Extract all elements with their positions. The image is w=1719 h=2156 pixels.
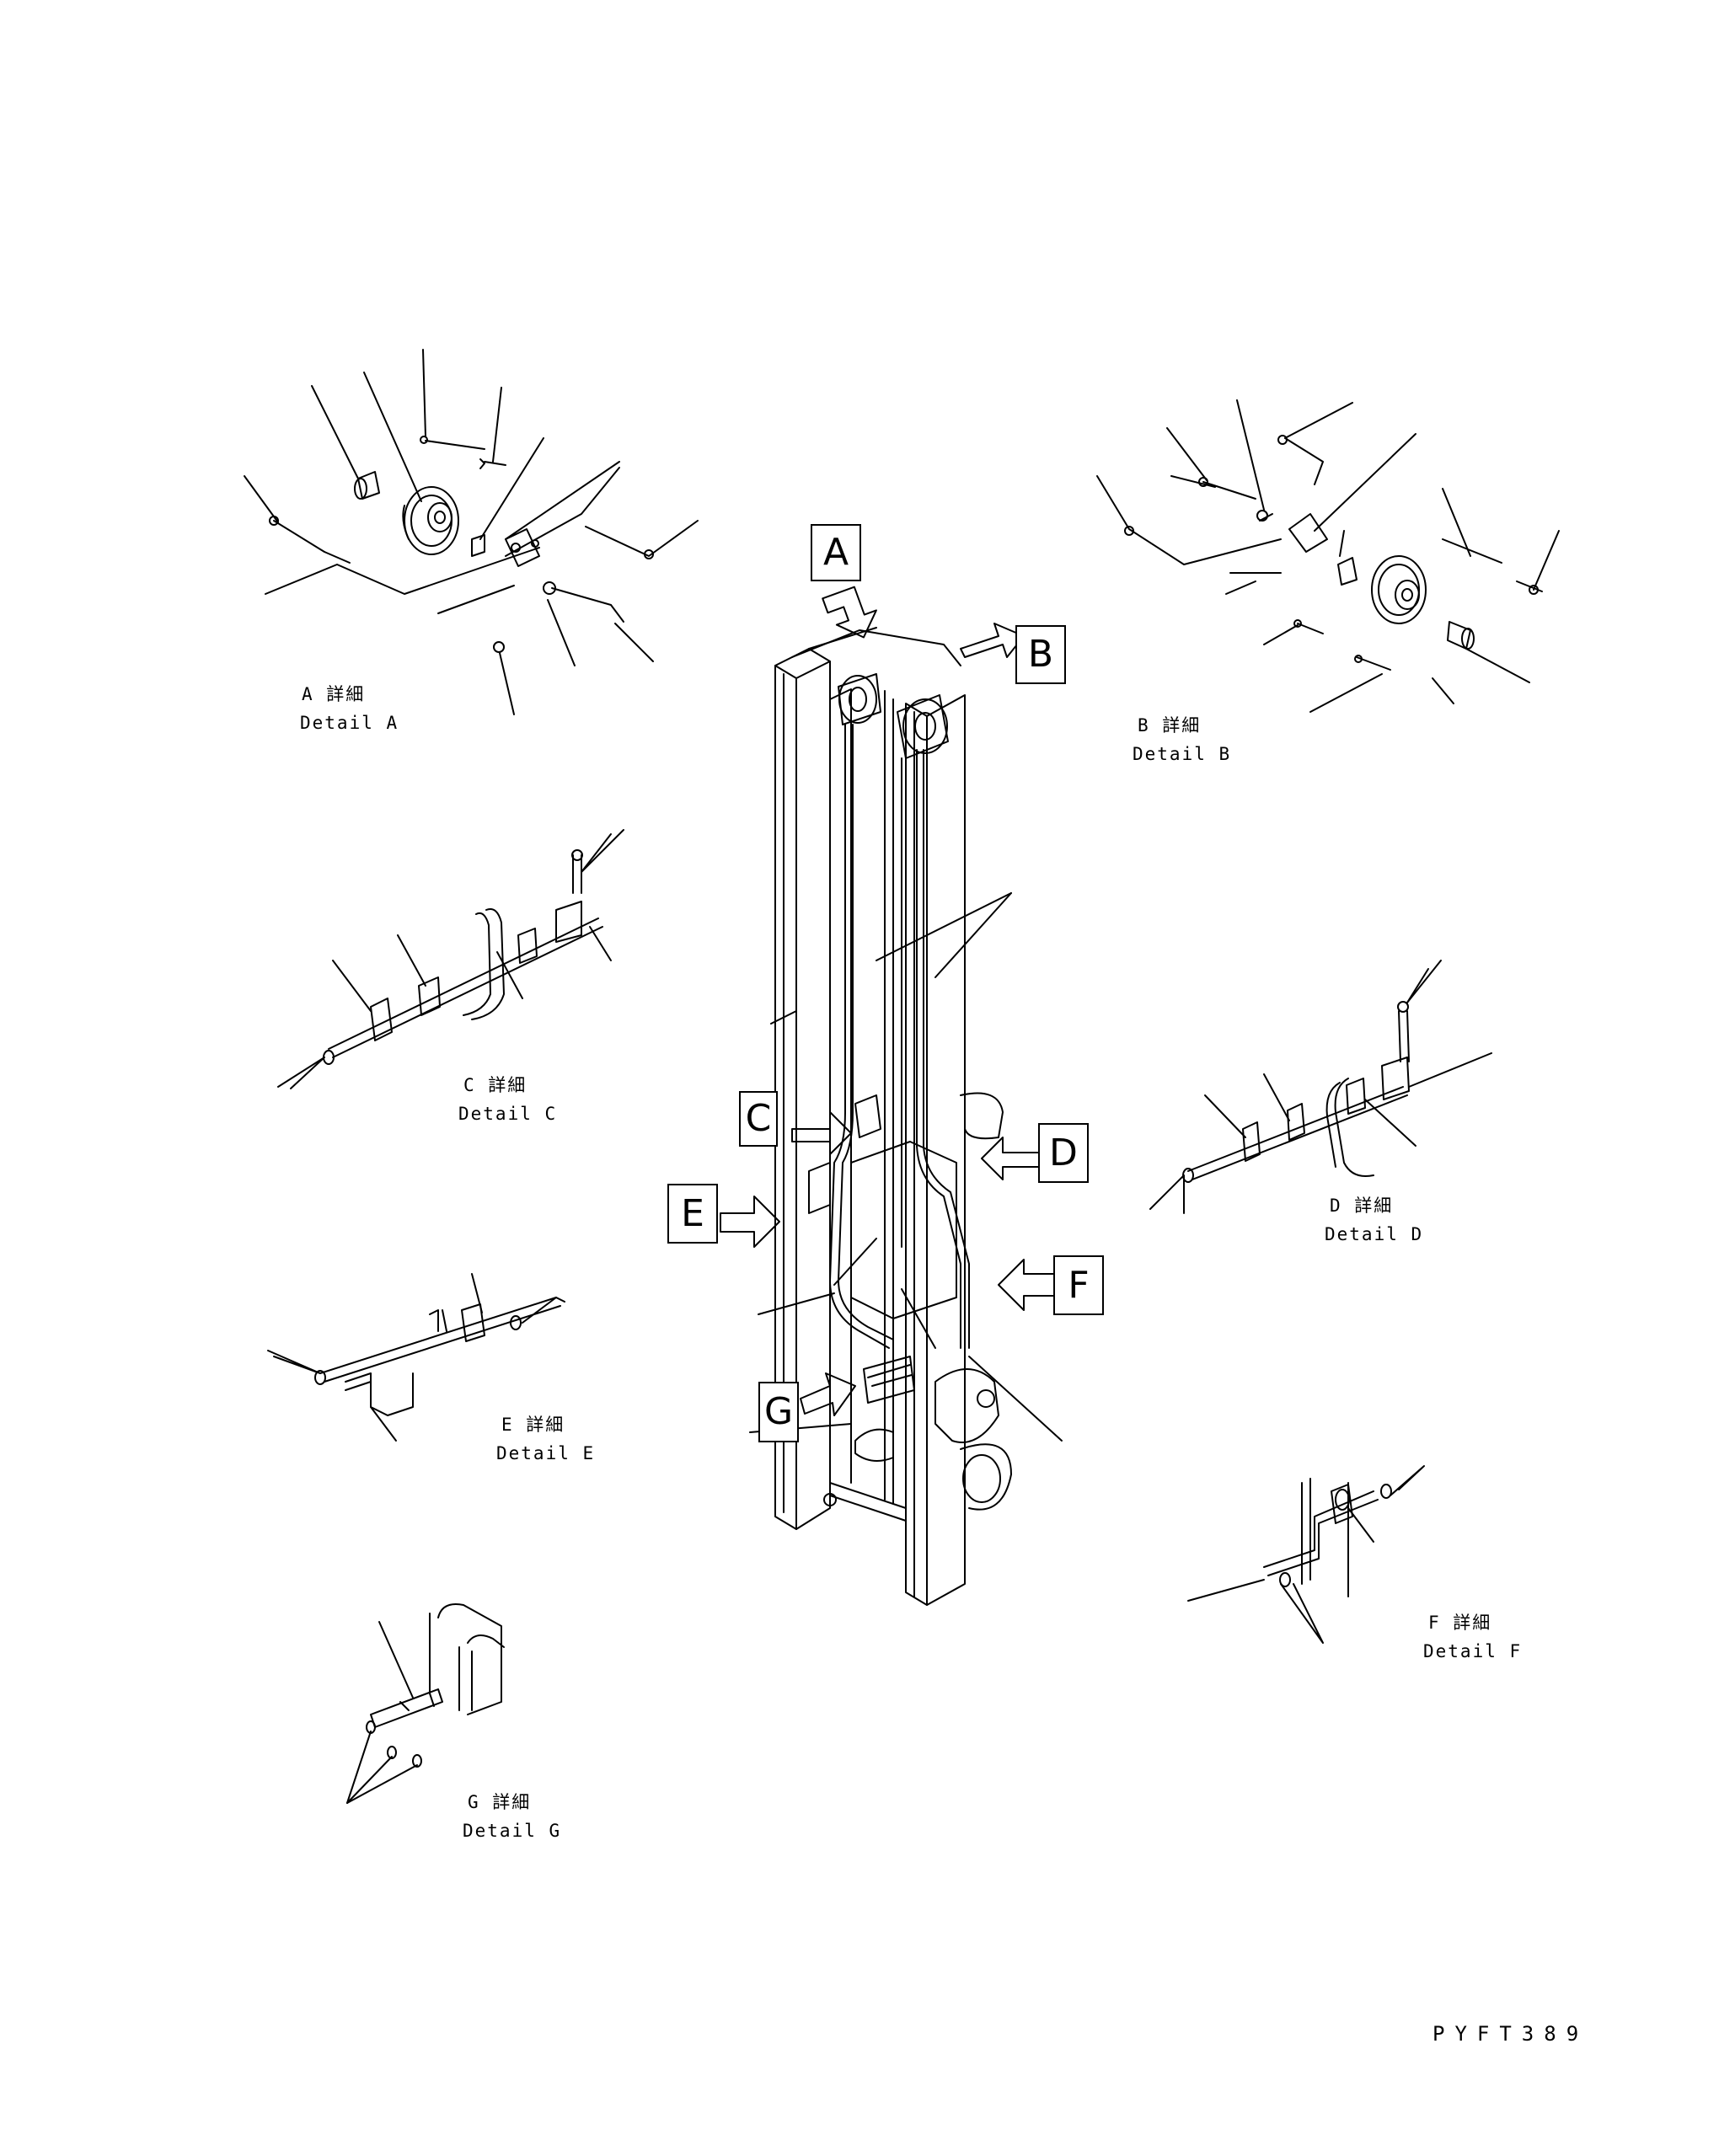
callout-g: G xyxy=(758,1382,799,1442)
detail-g-drawing xyxy=(346,1603,505,1804)
detail-f-label-jp: F 詳細 xyxy=(1428,1613,1492,1633)
detail-d-caption: D 詳細 Detail D xyxy=(1325,1192,1423,1244)
detail-g-label-jp: G 詳細 xyxy=(468,1792,532,1812)
detail-a-drawing xyxy=(244,349,699,715)
detail-g-caption: G 詳細 Detail G xyxy=(463,1789,561,1841)
callout-b: B xyxy=(1015,625,1066,684)
detail-e-caption: E 詳細 Detail E xyxy=(496,1411,595,1463)
detail-f-caption: F 詳細 Detail F xyxy=(1423,1609,1522,1661)
detail-e-label-en: Detail E xyxy=(496,1443,596,1463)
detail-g-label-en: Detail G xyxy=(463,1821,562,1841)
detail-d-label-en: Detail D xyxy=(1325,1224,1424,1244)
detail-a-label-jp: A 詳細 xyxy=(302,684,366,704)
callout-a: A xyxy=(811,524,861,581)
detail-b-caption: B 詳細 Detail B xyxy=(1133,712,1231,764)
callout-d: D xyxy=(1038,1123,1089,1183)
detail-b-label-jp: B 詳細 xyxy=(1138,715,1202,736)
document-number: PYFT389 xyxy=(1432,2022,1589,2046)
mast-assembly xyxy=(749,627,1063,1606)
detail-e-label-jp: E 詳細 xyxy=(501,1415,565,1435)
detail-c-caption: C 詳細 Detail C xyxy=(458,1072,557,1124)
detail-d-drawing xyxy=(1149,960,1492,1214)
detail-a-label-en: Detail A xyxy=(300,713,399,733)
callout-c: C xyxy=(739,1091,778,1147)
callout-arrows xyxy=(720,586,1058,1416)
callout-e: E xyxy=(667,1184,718,1244)
detail-b-drawing xyxy=(1096,399,1560,713)
detail-f-label-en: Detail F xyxy=(1423,1641,1523,1661)
detail-c-label-jp: C 詳細 xyxy=(463,1075,527,1095)
callout-f: F xyxy=(1053,1255,1104,1315)
detail-c-drawing xyxy=(277,829,624,1089)
detail-a-caption: A 詳細 Detail A xyxy=(300,681,399,733)
detail-d-label-jp: D 詳細 xyxy=(1330,1196,1394,1216)
detail-b-label-en: Detail B xyxy=(1133,744,1232,764)
detail-e-drawing xyxy=(267,1273,565,1442)
detail-f-drawing xyxy=(1187,1465,1425,1644)
detail-c-label-en: Detail C xyxy=(458,1104,558,1124)
